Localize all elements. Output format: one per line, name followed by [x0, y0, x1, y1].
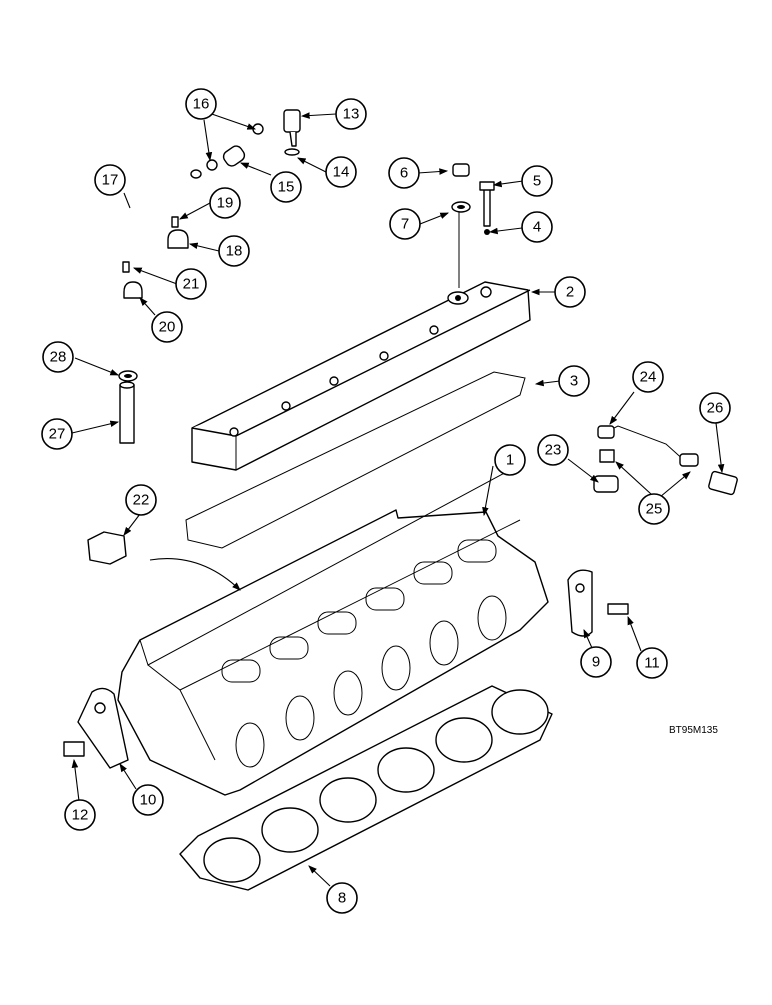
svg-text:2: 2	[566, 284, 574, 301]
callout-21: 21	[175, 268, 207, 300]
callout-28: 28	[42, 341, 74, 373]
callout-10: 10	[132, 784, 164, 816]
head-gasket	[179, 685, 553, 891]
callout-15: 15	[270, 171, 302, 203]
callout-26: 26	[699, 392, 731, 424]
callout-25: 25	[638, 493, 670, 525]
svg-text:21: 21	[183, 276, 200, 293]
svg-text:28: 28	[50, 349, 67, 366]
callout-24: 24	[632, 361, 664, 393]
callout-17: 17	[94, 164, 126, 196]
valve-cover-gasket	[185, 371, 526, 549]
svg-text:10: 10	[140, 792, 157, 809]
valve-cover	[191, 281, 531, 471]
svg-text:12: 12	[72, 807, 89, 824]
svg-text:7: 7	[401, 216, 409, 233]
svg-text:18: 18	[226, 243, 243, 260]
callout-9: 9	[580, 646, 612, 678]
breather-tube	[88, 169, 202, 363]
svg-text:25: 25	[646, 501, 663, 518]
callout-14: 14	[325, 156, 357, 188]
lower-hose	[118, 370, 138, 444]
svg-text:13: 13	[343, 106, 360, 123]
svg-text:22: 22	[133, 492, 150, 509]
svg-text:19: 19	[217, 195, 234, 212]
callout-16: 16	[185, 88, 217, 120]
svg-text:3: 3	[570, 373, 578, 390]
callout-8: 8	[326, 882, 358, 914]
svg-text:8: 8	[338, 890, 346, 907]
callout-19: 19	[209, 187, 241, 219]
rear-bracket	[567, 569, 629, 637]
svg-text:16: 16	[193, 96, 210, 113]
front-bracket	[63, 687, 129, 769]
callout-20: 20	[151, 311, 183, 343]
callout-18: 18	[218, 235, 250, 267]
svg-text:5: 5	[533, 173, 541, 190]
callout-2: 2	[554, 276, 586, 308]
callout-12: 12	[64, 799, 96, 831]
svg-text:14: 14	[333, 164, 350, 181]
callout-4: 4	[521, 211, 553, 243]
callout-6: 6	[388, 157, 420, 189]
breather-hardware	[206, 109, 301, 171]
clips-and-screws	[122, 216, 189, 299]
svg-text:20: 20	[159, 319, 176, 336]
svg-text:11: 11	[644, 655, 660, 672]
plug	[87, 531, 241, 591]
svg-text:6: 6	[400, 165, 408, 182]
svg-text:24: 24	[640, 369, 657, 386]
svg-text:1: 1	[506, 452, 514, 469]
svg-text:15: 15	[278, 179, 295, 196]
cylinder-head	[117, 469, 549, 796]
svg-text:23: 23	[545, 442, 562, 459]
callout-11: 11	[636, 647, 668, 679]
callout-23: 23	[537, 434, 569, 466]
callout-27: 27	[41, 418, 73, 450]
callout-5: 5	[521, 165, 553, 197]
callout-3: 3	[558, 365, 590, 397]
callout-1: 1	[494, 444, 526, 476]
cover-fasteners	[451, 163, 495, 288]
svg-text:9: 9	[592, 654, 600, 671]
callout-7: 7	[389, 208, 421, 240]
callout-22: 22	[125, 484, 157, 516]
svg-text:4: 4	[533, 219, 541, 236]
svg-text:17: 17	[102, 172, 119, 189]
callout-13: 13	[335, 98, 367, 130]
svg-text:26: 26	[707, 400, 724, 417]
callout-leaders	[71, 111, 725, 887]
figure-code: BT95M135	[669, 725, 718, 736]
svg-text:27: 27	[49, 426, 66, 443]
fuel-line-fittings	[593, 425, 738, 496]
